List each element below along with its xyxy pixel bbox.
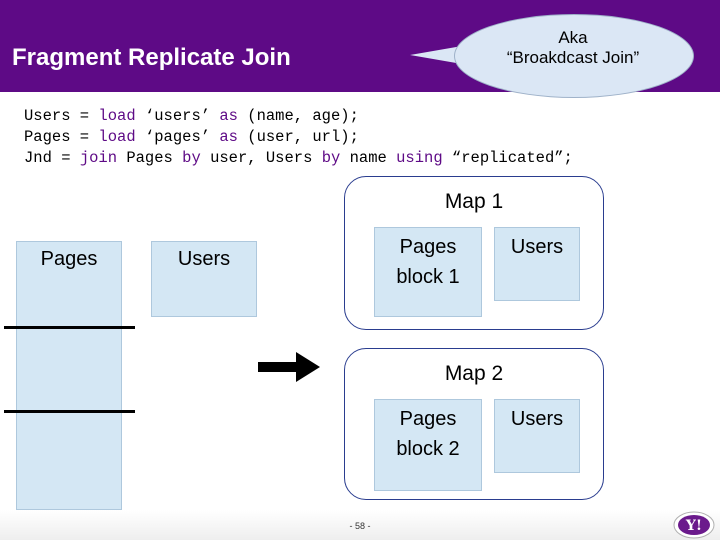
pages-block-divider-1: [4, 326, 135, 329]
callout-bubble: [454, 14, 694, 98]
callout-line-2: “Broakdcast Join”: [506, 48, 640, 67]
map-2-box: Map 2 Pages block 2 Users: [344, 348, 604, 500]
pages-table-column: [16, 241, 122, 510]
code-keyword: load: [98, 107, 136, 125]
code-keyword: join: [79, 149, 118, 167]
code-text: (name, age);: [237, 107, 359, 125]
callout-line-1: Aka: [558, 28, 588, 47]
map-1-users-block: Users: [494, 227, 580, 301]
code-keyword: load: [98, 128, 136, 146]
map-1-title: Map 1: [444, 190, 504, 213]
code-text: Users =: [24, 107, 99, 125]
map-2-users-label: Users: [510, 408, 564, 430]
code-keyword: as: [219, 107, 238, 125]
logo-text: Y!: [685, 518, 702, 534]
code-text: Jnd =: [24, 149, 80, 167]
callout-tail: [410, 46, 462, 64]
map-2-users-block: Users: [494, 399, 580, 473]
code-block: Users = load ‘users’ as (name, age);Page…: [24, 106, 573, 169]
pages-label: Pages: [40, 248, 98, 270]
map-2-title: Map 2: [444, 362, 504, 385]
code-text: user, Users: [200, 149, 322, 167]
map-2-pages-line-2: block 2: [396, 438, 460, 460]
code-keyword: by: [321, 149, 341, 167]
code-text: ‘users’: [135, 107, 220, 125]
code-text: Pages =: [24, 128, 99, 146]
code-keyword: as: [219, 128, 238, 146]
users-label: Users: [177, 248, 231, 270]
footer-band: [0, 510, 720, 540]
code-line-1: Users = load ‘users’ as (name, age);: [24, 106, 573, 127]
slide-title: Fragment Replicate Join: [12, 44, 291, 71]
code-keyword: using: [396, 149, 443, 167]
map-1-pages-line-1: Pages: [399, 236, 457, 258]
map-1-pages-label: Pages block 1: [375, 232, 481, 292]
map-1-users-label: Users: [510, 236, 564, 258]
yahoo-logo-icon: Y!: [673, 511, 715, 539]
code-text: Pages: [117, 149, 183, 167]
map-2-pages-label: Pages block 2: [375, 404, 481, 464]
map-1-box: Map 1 Pages block 1 Users: [344, 176, 604, 330]
code-keyword: by: [182, 149, 201, 167]
page-number: - 58 -: [349, 521, 371, 531]
code-line-3: Jnd = join Pages by user, Users by name …: [24, 148, 573, 169]
code-text: name: [340, 149, 397, 167]
code-text: “replicated”;: [442, 149, 573, 167]
right-arrow-icon: [258, 352, 320, 382]
map-1-pages-block: Pages block 1: [374, 227, 482, 317]
code-text: (user, url);: [237, 128, 359, 146]
map-2-pages-block: Pages block 2: [374, 399, 482, 491]
code-text: ‘pages’: [135, 128, 220, 146]
code-line-2: Pages = load ‘pages’ as (user, url);: [24, 127, 573, 148]
callout-text: Aka “Broakdcast Join”: [454, 28, 692, 68]
map-1-pages-line-2: block 1: [396, 266, 460, 288]
map-2-pages-line-1: Pages: [399, 408, 457, 430]
users-table-box: [151, 241, 257, 317]
pages-block-divider-2: [4, 410, 135, 413]
